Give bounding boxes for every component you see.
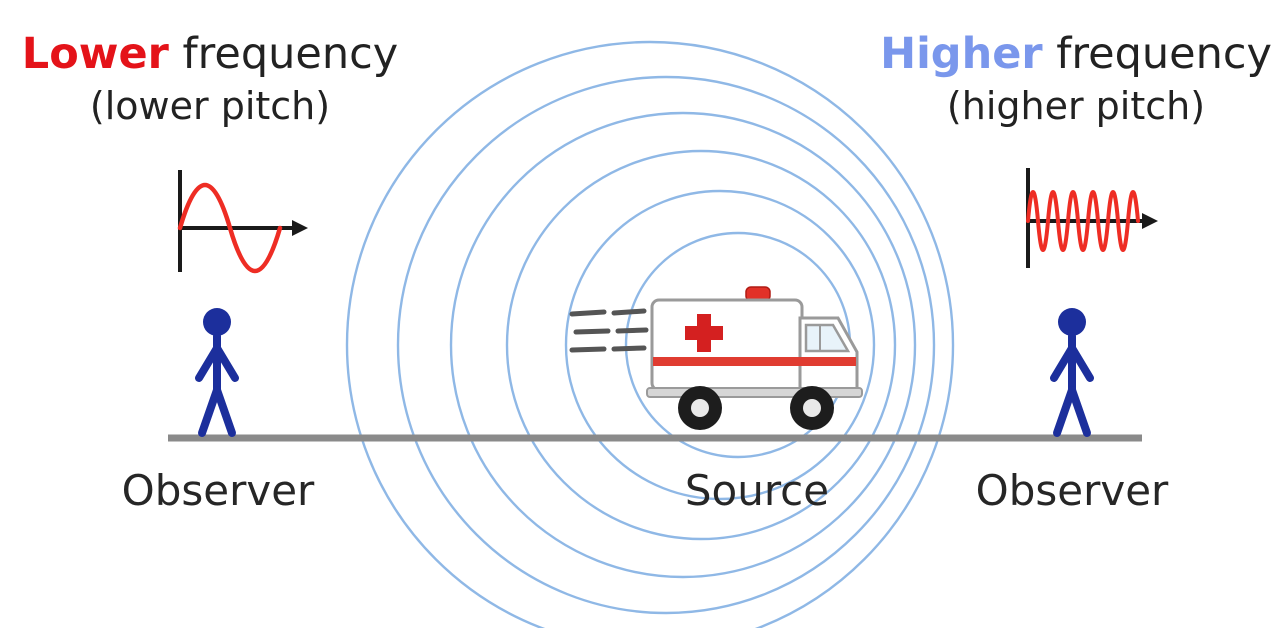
observer-right-label: Observer [975, 466, 1169, 515]
lower-word: Lower [21, 29, 169, 79]
observer-left-label: Observer [121, 466, 315, 515]
sound-wavefront-circles [345, 40, 955, 628]
lower-pitch-caption: (lower pitch) [89, 84, 331, 129]
higher-frequency-heading: Higher frequency (higher pitch) [878, 29, 1274, 129]
higher-frequency-title: Higher frequency [878, 29, 1274, 79]
lower-frequency-word: frequency [182, 29, 399, 79]
person-stick-figure-icon-left [195, 308, 239, 437]
higher-pitch-caption: (higher pitch) [946, 84, 1206, 129]
ambulance-icon [569, 286, 863, 430]
low-frequency-wave-icon [177, 170, 308, 274]
higher-frequency-word: frequency [1056, 29, 1272, 79]
source-label: Source [684, 466, 830, 515]
high-frequency-wave-icon [1026, 168, 1158, 268]
speed-lines [569, 308, 649, 353]
lower-frequency-title: Lower frequency [10, 29, 410, 79]
lower-frequency-heading: Lower frequency (lower pitch) [10, 29, 410, 129]
higher-word: Higher [880, 29, 1043, 79]
person-stick-figure-icon-right [1050, 308, 1094, 437]
